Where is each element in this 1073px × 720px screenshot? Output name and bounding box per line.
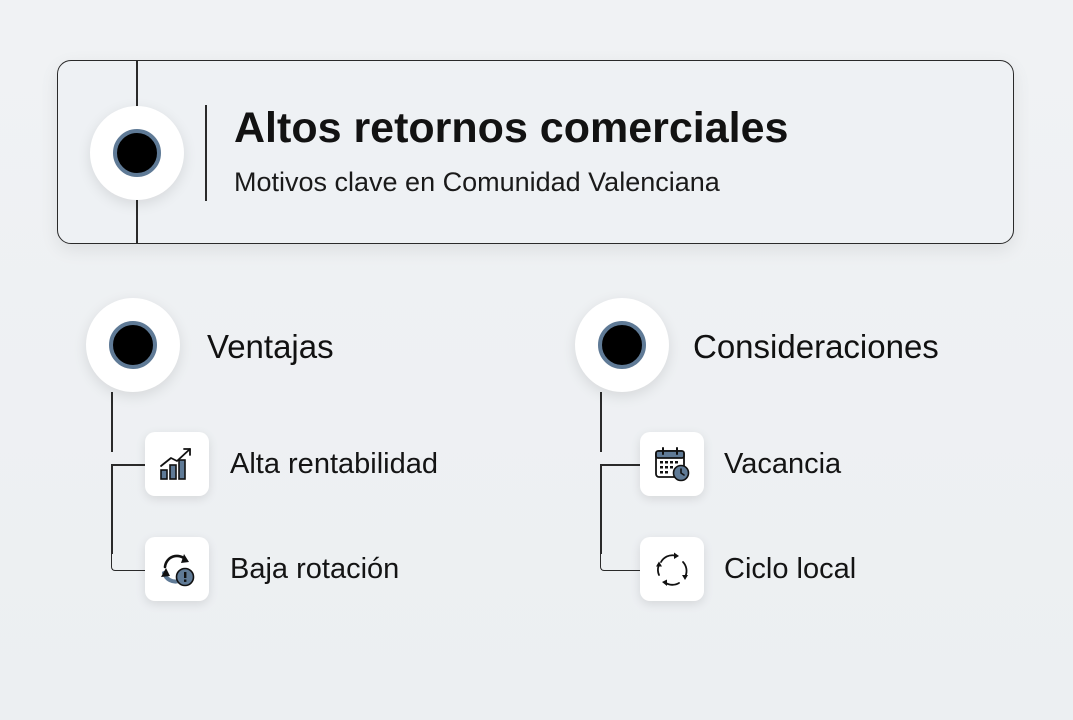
rotation-alert-icon	[145, 537, 209, 601]
calendar-clock-icon	[640, 432, 704, 496]
ventajas-tree-line	[111, 392, 113, 452]
ventajas-tree-line-2	[111, 464, 113, 554]
section-label-consideraciones: Consideraciones	[693, 328, 939, 365]
item-label-alta-rentabilidad: Alta rentabilidad	[230, 448, 438, 480]
item-label-ciclo-local: Ciclo local	[724, 553, 857, 585]
ventajas-node	[86, 298, 180, 392]
ventajas-branch-2	[111, 554, 146, 571]
ventajas-node-dot	[109, 321, 157, 369]
growth-chart-icon	[145, 432, 209, 496]
header-node-dot	[113, 129, 161, 177]
consideraciones-tree-line	[600, 392, 602, 452]
consideraciones-tree-line-2	[600, 464, 602, 554]
page-subtitle: Motivos clave en Comunidad Valenciana	[234, 167, 720, 197]
item-label-vacancia: Vacancia	[724, 448, 842, 480]
header-card	[57, 60, 1014, 244]
cycle-arrows-icon	[640, 537, 704, 601]
consideraciones-node	[575, 298, 669, 392]
header-node	[90, 106, 184, 200]
page-title: Altos retornos comerciales	[234, 104, 789, 152]
consideraciones-branch-2	[600, 554, 641, 571]
consideraciones-node-dot	[598, 321, 646, 369]
ventajas-branch-1	[111, 464, 145, 466]
item-label-baja-rotacion: Baja rotación	[230, 553, 400, 585]
header-divider	[205, 105, 207, 201]
consideraciones-branch-1	[600, 464, 640, 466]
section-label-ventajas: Ventajas	[207, 328, 334, 365]
